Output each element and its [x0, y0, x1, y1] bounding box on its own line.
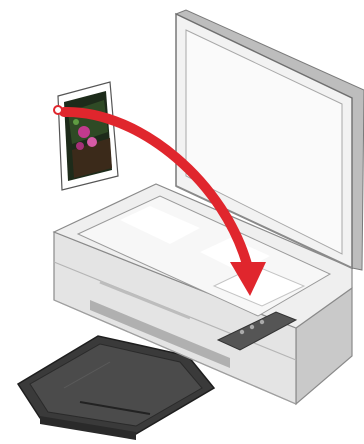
photo-icon [58, 82, 118, 190]
